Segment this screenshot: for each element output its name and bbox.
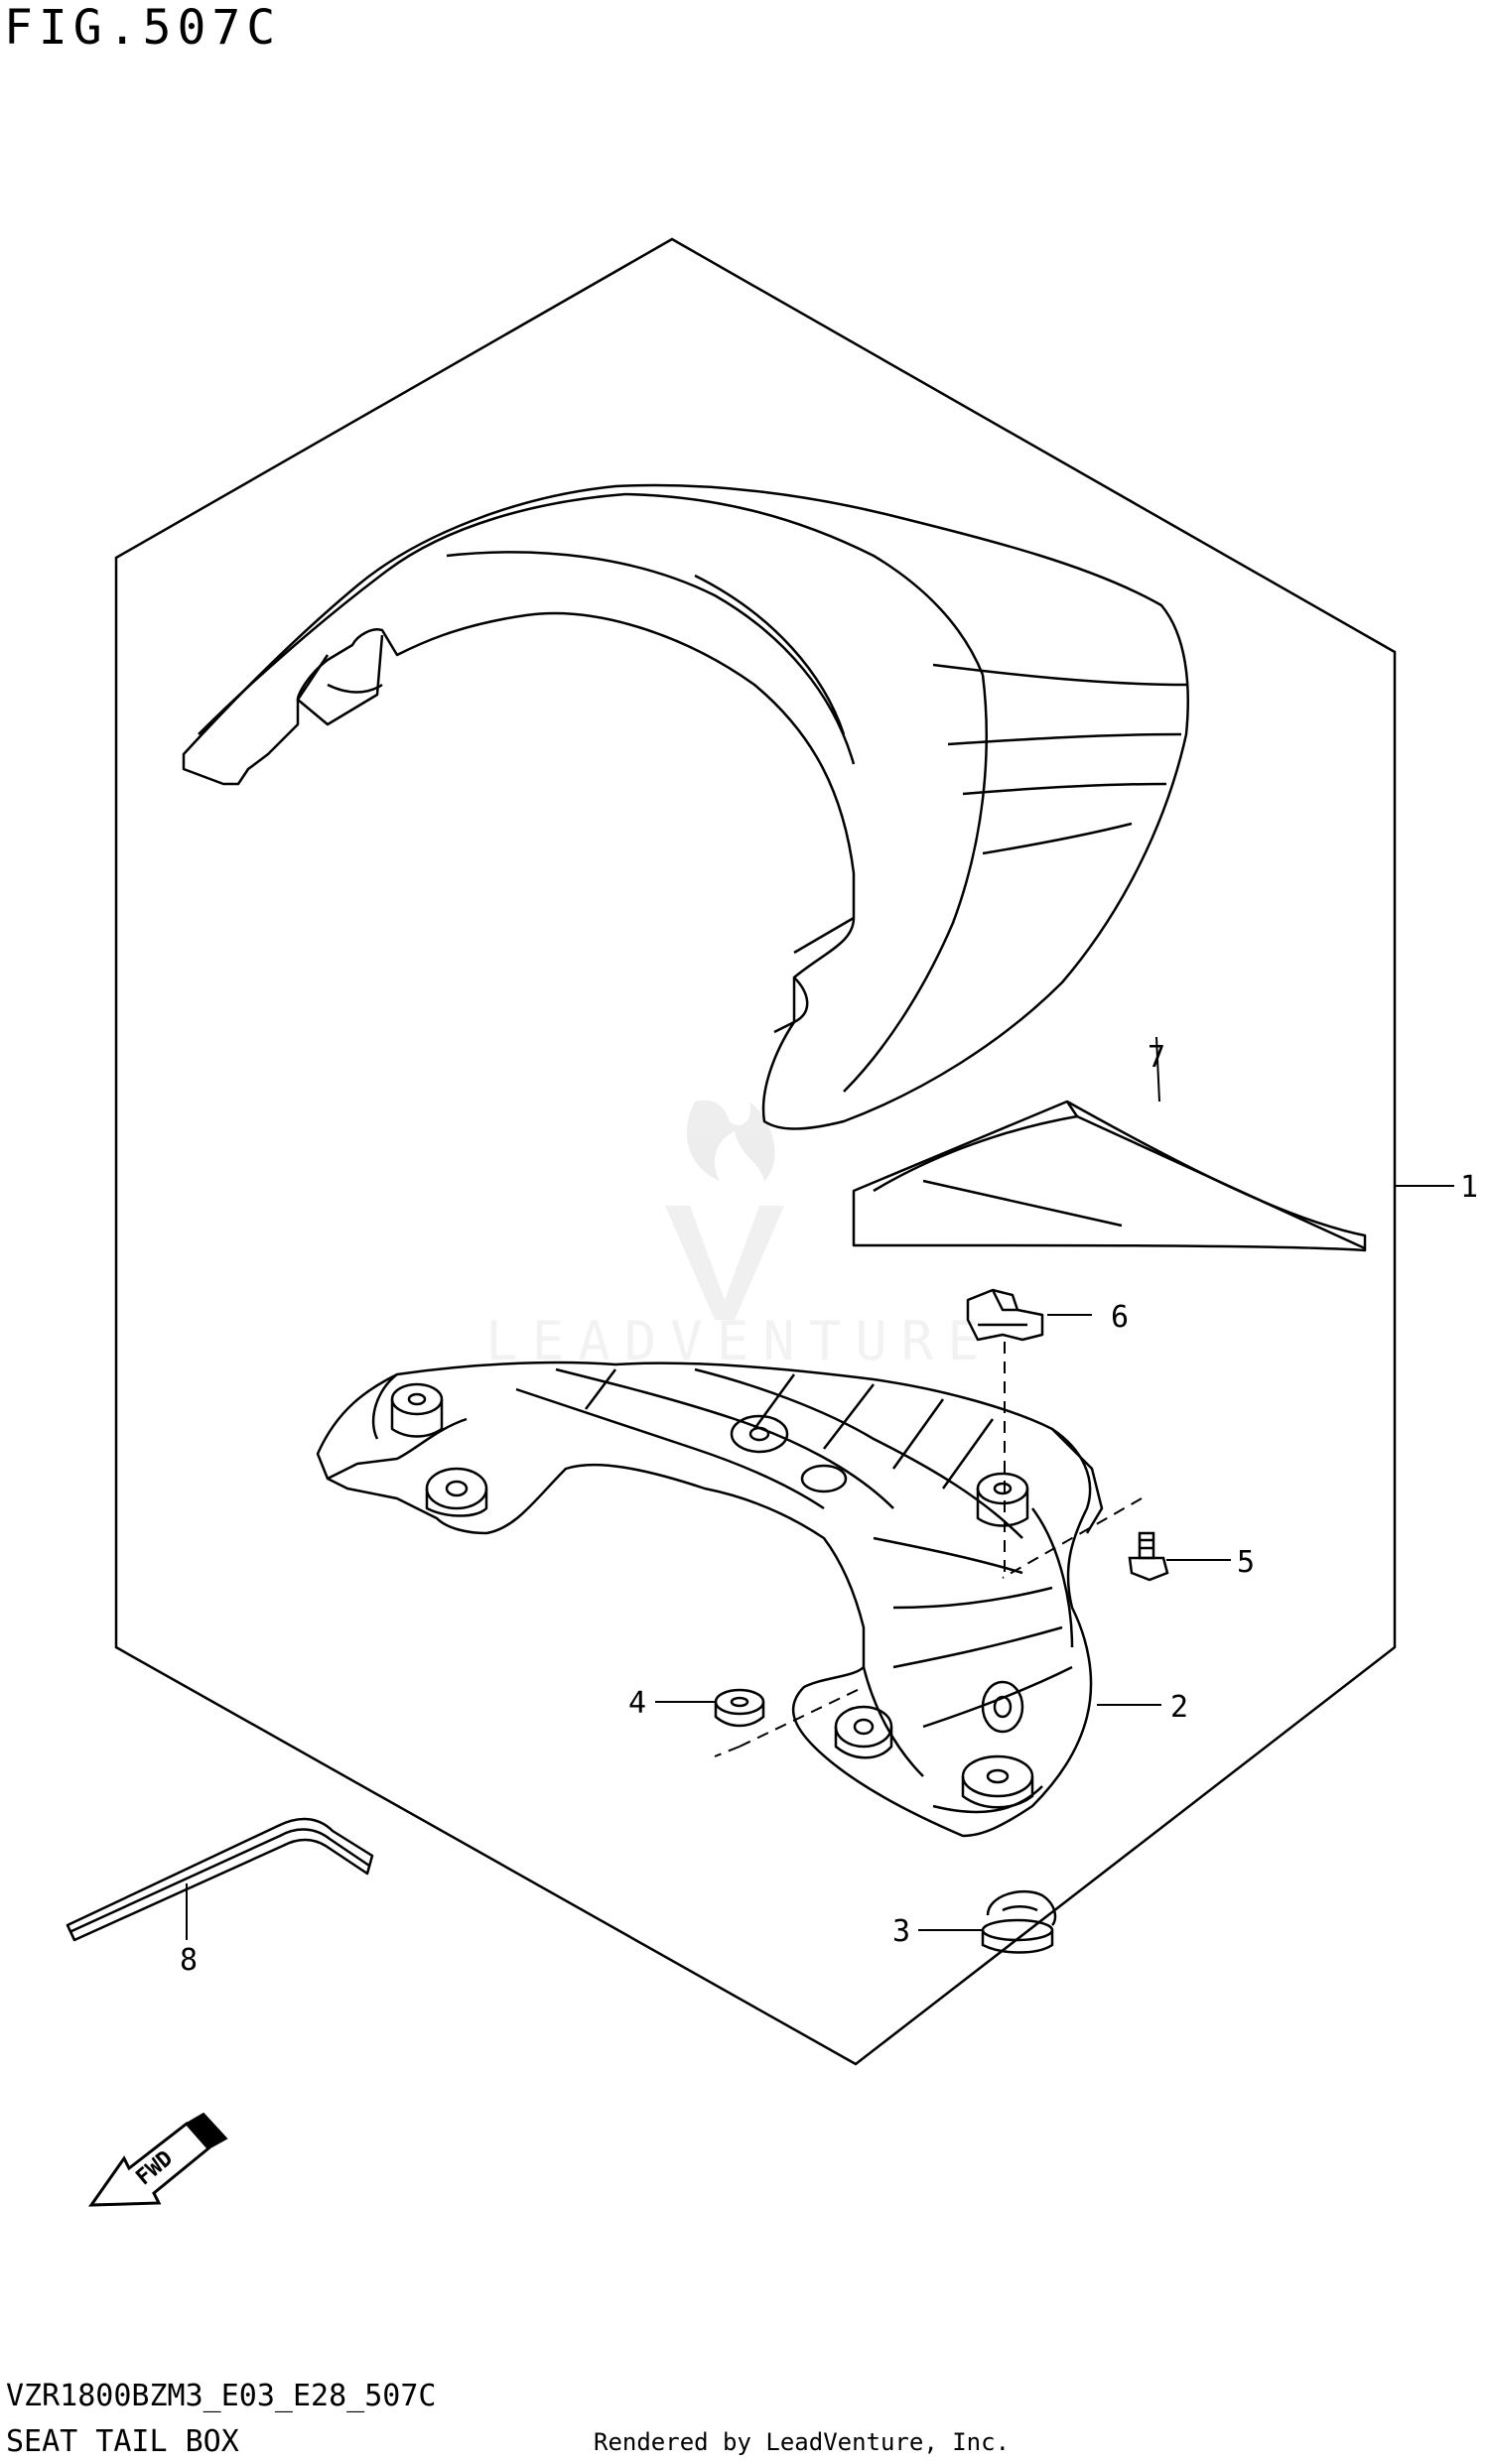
callout-2: 2: [1170, 1690, 1188, 1725]
leader-lines: [186, 1036, 1454, 1940]
section-name: SEAT TAIL BOX: [6, 2424, 239, 2459]
callout-7: 7: [1148, 1040, 1165, 1075]
callout-4: 4: [628, 1686, 646, 1721]
callout-1: 1: [1460, 1170, 1478, 1205]
model-code: VZR1800BZM3_E03_E28_507C: [6, 2379, 437, 2413]
flame-logo-icon: [686, 1100, 775, 1181]
rendered-by-credit: Rendered by LeadVenture, Inc.: [594, 2428, 1011, 2456]
hex-wrench: [66, 1817, 374, 1942]
assembly-lines: [714, 1342, 1143, 1757]
trim-panel: [852, 1100, 1367, 1252]
leadventure-watermark: LEADVENTURE: [485, 1100, 980, 1372]
rubber-cushion: [981, 1889, 1057, 1954]
assembly-boundary-hexagon: [114, 237, 1397, 2066]
figure-title: FIG.507C: [4, 0, 282, 56]
mounting-bracket: [316, 1361, 1104, 1838]
callout-3: 3: [892, 1914, 910, 1949]
tail-box-cover: [182, 483, 1189, 1130]
grommet: [714, 1688, 765, 1728]
callout-6: 6: [1111, 1300, 1129, 1335]
callout-5: 5: [1237, 1545, 1255, 1580]
callout-8: 8: [180, 1943, 198, 1978]
v-logo-icon: [665, 1206, 784, 1320]
bolt: [1128, 1531, 1169, 1582]
clip-nut: [966, 1288, 1044, 1342]
forward-direction-marker: FWD: [88, 2112, 228, 2207]
